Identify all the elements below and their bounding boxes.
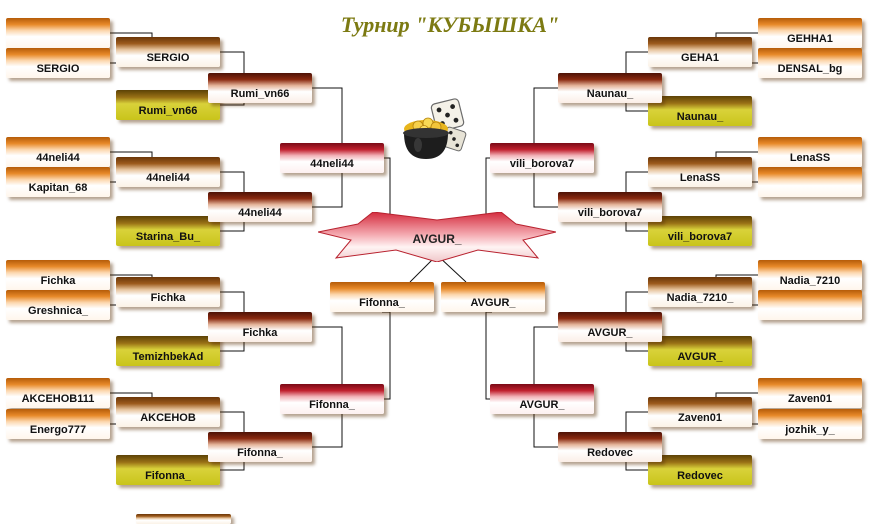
bracket-slot-l14: TemizhbekAd bbox=[116, 336, 220, 366]
bracket-slot-l18: 44neli44 bbox=[208, 192, 312, 222]
connector-line bbox=[625, 462, 650, 471]
bracket-slot-l1 bbox=[6, 18, 110, 48]
final-winner-name: AVGUR_ bbox=[412, 232, 462, 246]
bracket-slot-r10: Naunau_ bbox=[648, 96, 752, 126]
tournament-title: Турнир "КУБЫШКА" bbox=[340, 12, 560, 37]
bracket-slot-r17: Naunau_ bbox=[558, 73, 662, 103]
bracket-slot-l10: Rumi_vn66 bbox=[116, 90, 220, 120]
bracket-slot-r21: vili_borova7 bbox=[490, 143, 594, 173]
bracket-slot-r9: GEHA1 bbox=[648, 37, 752, 67]
connector-line bbox=[533, 326, 560, 384]
connector-line bbox=[382, 157, 391, 222]
bracket-slot-r16: Redovec bbox=[648, 455, 752, 485]
bracket-slot-l4: Kapitan_68 bbox=[6, 167, 110, 197]
connector-line bbox=[218, 51, 245, 73]
connector-line bbox=[382, 311, 391, 400]
bracket-slot-l22: Fifonna_ bbox=[280, 384, 384, 414]
connector-line bbox=[218, 411, 245, 432]
bracket-slot-r11: LenaSS bbox=[648, 157, 752, 187]
bracket-slot-r3: LenaSS bbox=[758, 137, 862, 167]
bracket-slot-r6 bbox=[758, 290, 862, 320]
bracket-slot-l12: Starina_Bu_ bbox=[116, 216, 220, 246]
bracket-slot-r2: DENSAL_bg bbox=[758, 48, 862, 78]
connector-line bbox=[715, 151, 760, 157]
connector-line bbox=[218, 222, 245, 232]
connector-line bbox=[108, 274, 153, 277]
bracket-slot-l6: Greshnica_ bbox=[6, 290, 110, 320]
connector-line bbox=[625, 291, 650, 312]
connector-line bbox=[218, 171, 245, 192]
bracket-slot-l21: 44neli44 bbox=[280, 143, 384, 173]
connector-line bbox=[108, 151, 153, 157]
connector-line bbox=[625, 222, 650, 232]
connector-line bbox=[715, 274, 760, 277]
connector-line bbox=[485, 311, 492, 400]
connector-line bbox=[625, 51, 650, 73]
bracket-slot-l7: AKCEHOB111 bbox=[6, 378, 110, 408]
bracket-slot-r23: AVGUR_ bbox=[441, 282, 545, 312]
connector-line bbox=[108, 32, 153, 37]
connector-line bbox=[218, 342, 245, 352]
bracket-slot-l19: Fichka bbox=[208, 312, 312, 342]
connector-line bbox=[310, 173, 343, 208]
connector-line bbox=[108, 392, 153, 397]
bracket-slot-l13: Fichka bbox=[116, 277, 220, 307]
connector-line bbox=[715, 32, 760, 37]
bracket-slot-r5: Nadia_7210 bbox=[758, 260, 862, 290]
bracket-slot-l16: Fifonna_ bbox=[116, 455, 220, 485]
bracket-slot-r13: Nadia_7210_ bbox=[648, 277, 752, 307]
connector-line bbox=[310, 87, 343, 143]
bracket-slot-r14: AVGUR_ bbox=[648, 336, 752, 366]
connector-line bbox=[625, 171, 650, 192]
bracket-slot-r1: GEHHA1 bbox=[758, 18, 862, 48]
bracket-slot-l2: SERGIO bbox=[6, 48, 110, 78]
bracket-slot-l11: 44neli44 bbox=[116, 157, 220, 187]
pot-of-gold-with-dice-icon bbox=[398, 95, 468, 165]
bracket-slot-r4 bbox=[758, 167, 862, 197]
bracket-slot-r18: vili_borova7 bbox=[558, 192, 662, 222]
connector-line bbox=[625, 411, 650, 432]
bracket-slot-r20: Redovec bbox=[558, 432, 662, 462]
connector-line bbox=[218, 462, 245, 471]
bracket-slot-r15: Zaven01 bbox=[648, 397, 752, 427]
bracket-slot-l9: SERGIO bbox=[116, 37, 220, 67]
bracket-slot-r19: AVGUR_ bbox=[558, 312, 662, 342]
connector-line bbox=[310, 326, 343, 384]
bracket-slot-l15: AKCEHOB bbox=[116, 397, 220, 427]
bracket-slot-l3: 44neli44 bbox=[6, 137, 110, 167]
bracket-slot-r12: vili_borova7 bbox=[648, 216, 752, 246]
connector-line bbox=[533, 173, 560, 208]
bracket-slot-r7: Zaven01 bbox=[758, 378, 862, 408]
bracket-slot-l5: Fichka bbox=[6, 260, 110, 290]
connector-line bbox=[625, 342, 650, 352]
bracket-slot-l20: Fifonna_ bbox=[208, 432, 312, 462]
connector-line bbox=[533, 414, 560, 448]
connector-line bbox=[310, 414, 343, 448]
connector-line bbox=[218, 103, 245, 106]
connector-line bbox=[533, 87, 560, 143]
connector-line bbox=[625, 103, 650, 112]
connector-line bbox=[218, 291, 245, 312]
bracket-slot-l17: Rumi_vn66 bbox=[208, 73, 312, 103]
bracket-slot-r22: AVGUR_ bbox=[490, 384, 594, 414]
connector-line bbox=[715, 392, 760, 397]
bracket-slot-l8: Energo777 bbox=[6, 409, 110, 439]
bracket-slot-l24 bbox=[136, 514, 231, 524]
bracket-slot-r8: jozhik_y_ bbox=[758, 409, 862, 439]
final-winner-banner: AVGUR_ bbox=[318, 212, 556, 262]
bracket-slot-l23: Fifonna_ bbox=[330, 282, 434, 312]
